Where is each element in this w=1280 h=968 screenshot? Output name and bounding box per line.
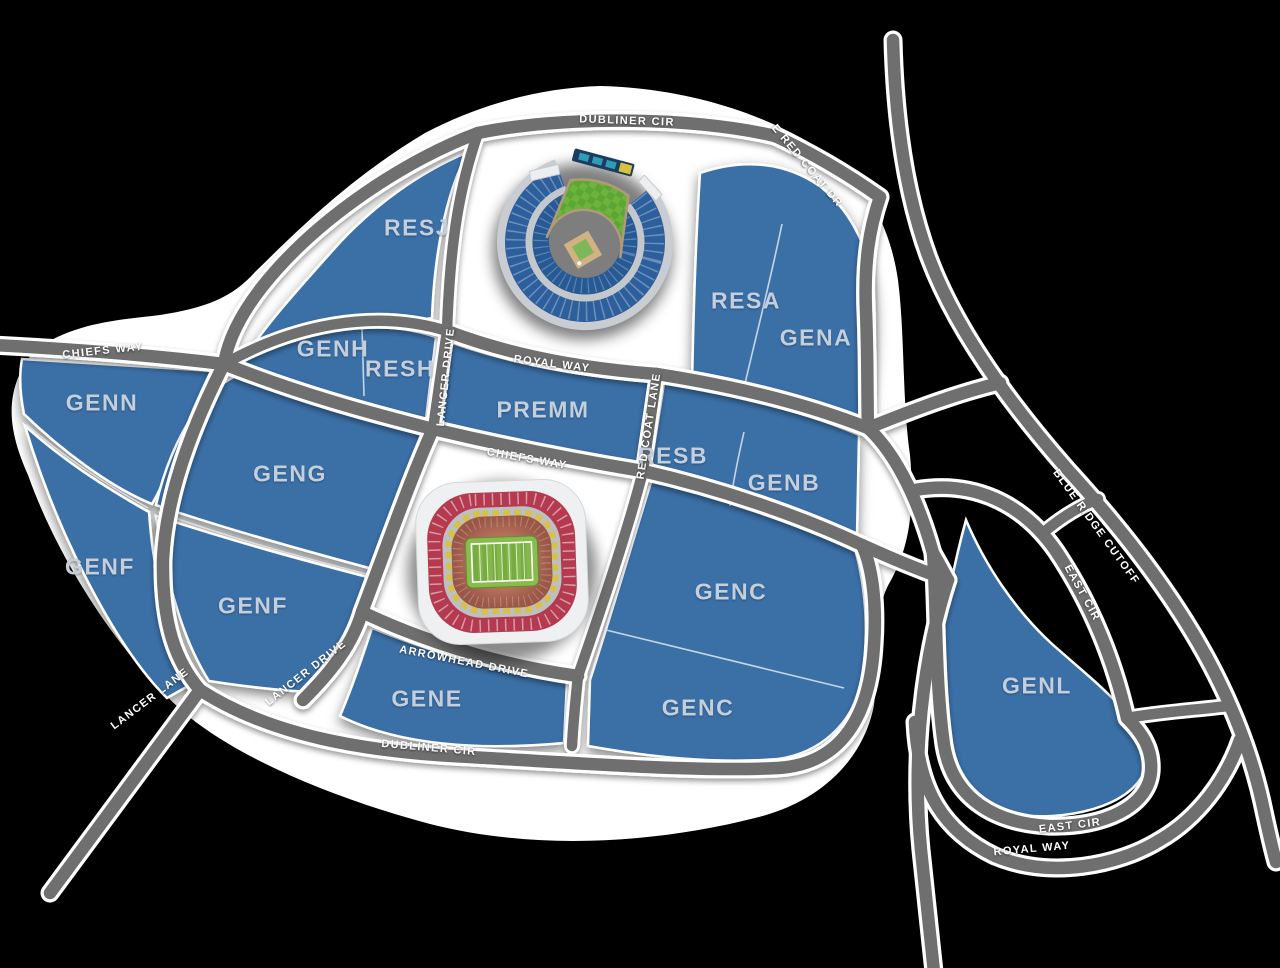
zone-label-resb[interactable]: RESB (638, 442, 708, 469)
baseball-stadium (492, 148, 673, 340)
zone-label-genl[interactable]: GENL (1002, 672, 1072, 699)
zone-label-geng[interactable]: GENG (253, 460, 327, 487)
zone-label-resh[interactable]: RESH (365, 355, 435, 382)
zone-label-gena[interactable]: GENA (779, 324, 853, 351)
zone-label-genf-south[interactable]: GENF (218, 592, 288, 619)
zone-label-genn[interactable]: GENN (65, 389, 139, 416)
zone-label-genh[interactable]: GENH (296, 335, 370, 362)
zone-area-resj[interactable] (247, 149, 471, 352)
zone-label-genc-mid[interactable]: GENC (694, 578, 768, 605)
zone-label-resa[interactable]: RESA (711, 287, 781, 314)
football-stadium (407, 479, 598, 663)
zone-label-genc-south[interactable]: GENC (661, 694, 735, 721)
zone-label-genf-west[interactable]: GENF (65, 553, 135, 580)
zone-dividers (25, 223, 845, 689)
zone-label-resj[interactable]: RESJ (383, 214, 451, 241)
zone-label-premm[interactable]: PREMM (496, 396, 590, 423)
zone-label-gene[interactable]: GENE (391, 685, 463, 712)
zone-label-genb[interactable]: GENB (747, 469, 821, 496)
